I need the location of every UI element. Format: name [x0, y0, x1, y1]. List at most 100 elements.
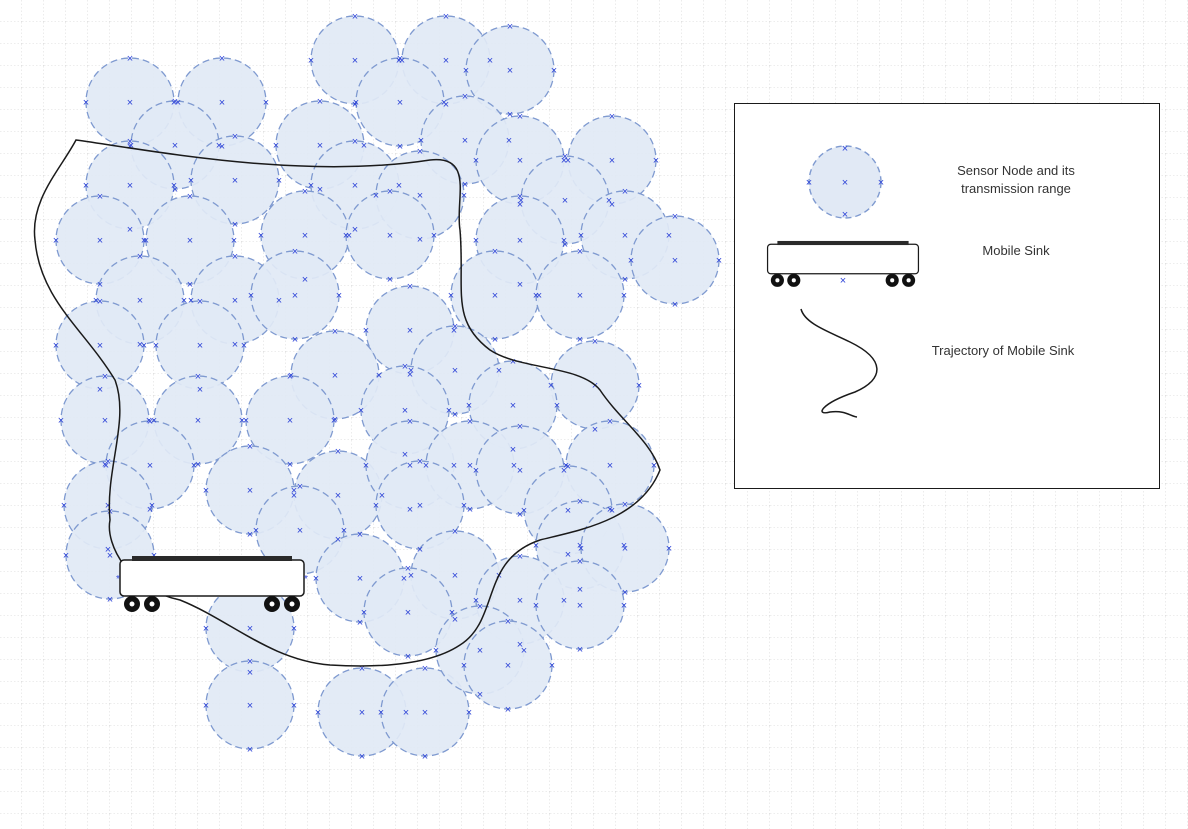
range-boundary-marker: ×	[187, 191, 193, 203]
range-boundary-marker: ×	[352, 11, 358, 23]
range-boundary-marker: ×	[621, 600, 627, 612]
range-boundary-marker: ×	[172, 96, 178, 108]
range-boundary-marker: ×	[197, 384, 203, 396]
range-boundary-marker: ×	[331, 415, 337, 427]
range-boundary-marker: ×	[195, 371, 201, 383]
range-boundary-marker: ×	[548, 380, 554, 392]
range-boundary-marker: ×	[137, 251, 143, 263]
sensor-node-marker: ×	[452, 570, 458, 582]
range-boundary-marker: ×	[403, 707, 409, 719]
range-boundary-marker: ×	[97, 279, 103, 291]
range-boundary-marker: ×	[97, 191, 103, 203]
range-boundary-marker: ×	[219, 141, 225, 153]
sensor-node-marker: ×	[127, 97, 133, 109]
sensor-node-range	[145, 195, 235, 285]
range-boundary-marker: ×	[232, 339, 238, 351]
range-boundary-marker: ×	[463, 65, 469, 77]
range-boundary-marker: ×	[83, 180, 89, 192]
range-boundary-marker: ×	[248, 290, 254, 302]
range-boundary-marker: ×	[533, 290, 539, 302]
range-boundary-marker: ×	[273, 140, 279, 152]
range-boundary-marker: ×	[443, 11, 449, 23]
sensor-node-marker: ×	[357, 573, 363, 585]
range-boundary-marker: ×	[521, 505, 527, 517]
range-boundary-marker: ×	[716, 255, 722, 267]
range-boundary-marker: ×	[628, 255, 634, 267]
range-boundary-marker: ×	[195, 459, 201, 471]
range-boundary-marker: ×	[496, 365, 502, 377]
range-boundary-marker: ×	[357, 529, 363, 541]
sensor-node-marker: ×	[592, 380, 598, 392]
range-boundary-marker: ×	[621, 540, 627, 552]
range-boundary-marker: ×	[452, 321, 458, 333]
range-boundary-marker: ×	[609, 199, 615, 211]
svg-text:×: ×	[842, 177, 848, 189]
range-boundary-marker: ×	[448, 290, 454, 302]
sensor-node-marker: ×	[127, 180, 133, 192]
range-boundary-marker: ×	[203, 700, 209, 712]
range-boundary-marker: ×	[343, 230, 349, 242]
range-boundary-marker: ×	[387, 274, 393, 286]
range-boundary-marker: ×	[417, 456, 423, 468]
range-boundary-marker: ×	[287, 371, 293, 383]
legend-mobile-sink-icon	[766, 240, 920, 287]
range-boundary-marker: ×	[606, 195, 612, 207]
range-boundary-marker: ×	[554, 400, 560, 412]
range-boundary-marker: ×	[401, 573, 407, 585]
range-boundary-marker: ×	[397, 141, 403, 153]
sensor-node-marker: ×	[232, 175, 238, 187]
sensor-node-marker: ×	[107, 550, 113, 562]
range-boundary-marker: ×	[622, 587, 628, 599]
range-boundary-marker: ×	[578, 543, 584, 555]
range-boundary-marker: ×	[191, 460, 197, 472]
range-boundary-marker: ×	[93, 295, 99, 307]
range-boundary-marker: ×	[83, 97, 89, 109]
range-boundary-marker: ×	[359, 663, 365, 675]
range-boundary-marker: ×	[141, 235, 147, 247]
range-boundary-marker: ×	[396, 55, 402, 67]
sensor-node-marker: ×	[462, 135, 468, 147]
range-boundary-marker: ×	[232, 251, 238, 263]
range-boundary-marker: ×	[561, 595, 567, 607]
range-boundary-marker: ×	[292, 334, 298, 346]
range-boundary-marker: ×	[102, 371, 108, 383]
sensor-node-range	[190, 135, 280, 225]
range-boundary-marker: ×	[53, 340, 59, 352]
range-boundary-marker: ×	[423, 460, 429, 472]
range-boundary-marker: ×	[565, 549, 571, 561]
sensor-node-marker: ×	[97, 235, 103, 247]
range-boundary-marker: ×	[592, 336, 598, 348]
range-boundary-marker: ×	[418, 135, 424, 147]
range-boundary-marker: ×	[346, 230, 352, 242]
range-boundary-marker: ×	[127, 53, 133, 65]
range-boundary-marker: ×	[452, 526, 458, 538]
sensor-node-marker: ×	[622, 543, 628, 555]
svg-text:×: ×	[878, 177, 884, 189]
range-boundary-marker: ×	[105, 544, 111, 556]
sensor-node-marker: ×	[405, 607, 411, 619]
legend-panel: × × × × × × Sensor Node and its transmis…	[734, 103, 1160, 489]
range-boundary-marker: ×	[561, 235, 567, 247]
range-boundary-marker: ×	[373, 500, 379, 512]
sensor-node-marker: ×	[219, 97, 225, 109]
svg-text:×: ×	[842, 143, 848, 155]
range-boundary-marker: ×	[609, 505, 615, 517]
sensor-node-marker: ×	[302, 230, 308, 242]
range-boundary-marker: ×	[147, 416, 153, 428]
range-boundary-marker: ×	[462, 91, 468, 103]
range-boundary-marker: ×	[592, 424, 598, 436]
legend-sink-label: Mobile Sink	[982, 243, 1050, 258]
range-boundary-marker: ×	[562, 151, 568, 163]
range-boundary-marker: ×	[352, 224, 358, 236]
sink-trajectory	[33, 139, 661, 667]
range-boundary-marker: ×	[171, 180, 177, 192]
range-boundary-marker: ×	[376, 370, 382, 382]
sensor-node-marker: ×	[407, 325, 413, 337]
range-boundary-marker: ×	[359, 751, 365, 763]
sensor-node-marker: ×	[247, 623, 253, 635]
sensor-node-marker: ×	[387, 230, 393, 242]
sensor-node-range	[465, 25, 555, 115]
range-boundary-marker: ×	[336, 290, 342, 302]
sensor-node-range	[250, 250, 340, 340]
sensor-node-marker: ×	[197, 340, 203, 352]
